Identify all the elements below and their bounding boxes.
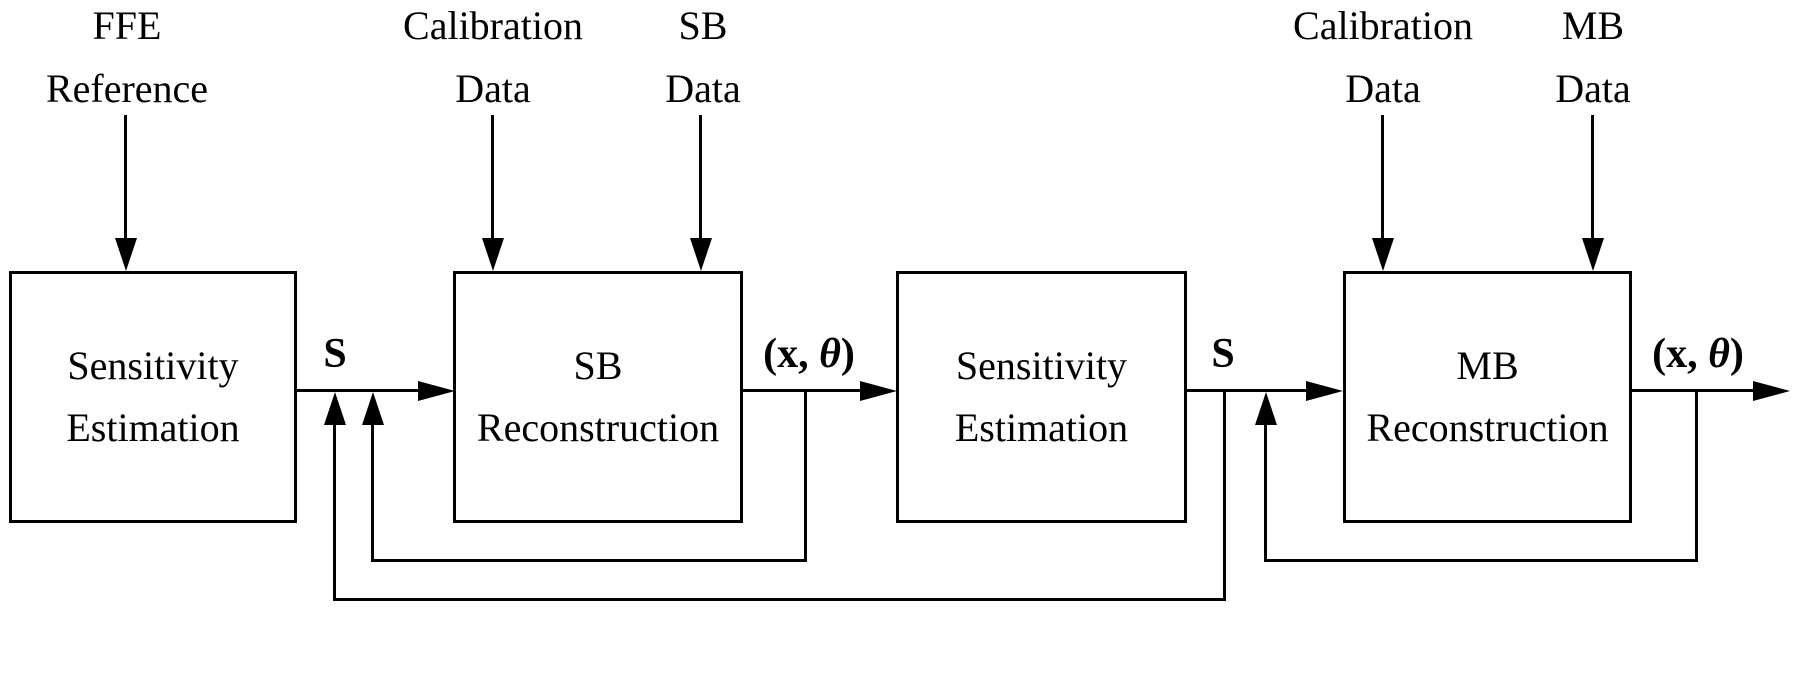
edge-line-segment [1264, 425, 1267, 562]
edge-line-segment [804, 392, 807, 562]
arrowhead-right-icon [418, 381, 455, 401]
edge-line-segment [1632, 389, 1755, 392]
edge-label-s-2: S [1211, 331, 1235, 377]
edge-label-xtheta-2: (x, θ) [1652, 330, 1744, 378]
edge-label-xtheta-1: (x, θ) [763, 330, 855, 378]
node-label-line2: Estimation [954, 405, 1129, 450]
xtheta-comma: , [798, 331, 820, 377]
input-label-line1: FFE [92, 3, 162, 48]
arrowhead-down-icon [115, 238, 137, 271]
xtheta-theta: θ [1708, 331, 1730, 377]
xtheta-theta: θ [819, 331, 841, 377]
edge-line-segment [333, 425, 336, 601]
edge-line-segment [1591, 115, 1594, 240]
input-label-line2: Data [455, 66, 531, 111]
arrowhead-right-icon [860, 381, 897, 401]
edge-line-segment [371, 559, 807, 562]
arrowhead-down-icon [690, 238, 712, 271]
input-label-line1: MB [1561, 3, 1625, 48]
node-label-line1: Sensitivity [955, 343, 1128, 388]
edge-line-segment [1187, 389, 1308, 392]
arrowhead-down-icon [482, 238, 504, 271]
edge-label-s-1: S [323, 331, 347, 377]
xtheta-comma: , [1687, 331, 1709, 377]
xtheta-x: x [777, 331, 799, 377]
arrowhead-up-icon [324, 392, 346, 425]
node-sb-reconstruction: SB Reconstruction [453, 271, 743, 523]
edge-line-segment [1264, 559, 1698, 562]
xtheta-x: x [1666, 331, 1688, 377]
node-label-line2: Reconstruction [476, 405, 720, 450]
node-label-line1: Sensitivity [67, 343, 239, 388]
node-mb-reconstruction: MB Reconstruction [1343, 271, 1632, 523]
node-sensitivity-estimation-2: Sensitivity Estimation [896, 271, 1187, 523]
edge-line-segment [1695, 392, 1698, 562]
input-label-line2: Data [1345, 66, 1421, 111]
arrowhead-up-icon [362, 392, 384, 425]
arrowhead-down-icon [1582, 238, 1604, 271]
input-label-line2: Reference [45, 66, 209, 111]
edge-line-segment [333, 598, 1226, 601]
input-label-mb-data: MB Data [1555, 0, 1631, 120]
arrowhead-up-icon [1255, 392, 1277, 425]
arrowhead-down-icon [1372, 238, 1394, 271]
input-label-ffe-reference: FFE Reference [46, 0, 208, 120]
node-label-line2: Estimation [66, 405, 240, 450]
edge-line-segment [297, 389, 421, 392]
edge-line-segment [491, 115, 494, 240]
xtheta-close-paren: ) [1729, 331, 1744, 377]
arrowhead-right-icon [1753, 381, 1790, 401]
node-label-line2: Reconstruction [1366, 405, 1609, 450]
input-label-line2: Data [665, 66, 741, 111]
xtheta-open-paren: ( [1652, 331, 1667, 377]
input-label-line2: Data [1555, 66, 1631, 111]
node-label-line1: MB [1456, 343, 1519, 388]
xtheta-open-paren: ( [763, 331, 778, 377]
edge-line-segment [1381, 115, 1384, 240]
edge-line-segment [124, 115, 127, 240]
edge-line-segment [743, 389, 863, 392]
node-sensitivity-estimation-1: Sensitivity Estimation [9, 271, 297, 523]
node-label-line1: SB [573, 343, 623, 388]
input-label-line1: Calibration [1293, 3, 1473, 48]
input-label-line1: SB [678, 3, 728, 48]
edge-line-segment [1223, 392, 1226, 601]
input-label-sb-data: SB Data [665, 0, 741, 120]
input-label-calibration-data-sb: Calibration Data [403, 0, 583, 120]
arrowhead-right-icon [1306, 381, 1343, 401]
input-label-line1: Calibration [403, 3, 583, 48]
input-label-calibration-data-mb: Calibration Data [1293, 0, 1473, 120]
edge-line-segment [371, 425, 374, 562]
xtheta-close-paren: ) [840, 331, 855, 377]
edge-line-segment [699, 115, 702, 240]
